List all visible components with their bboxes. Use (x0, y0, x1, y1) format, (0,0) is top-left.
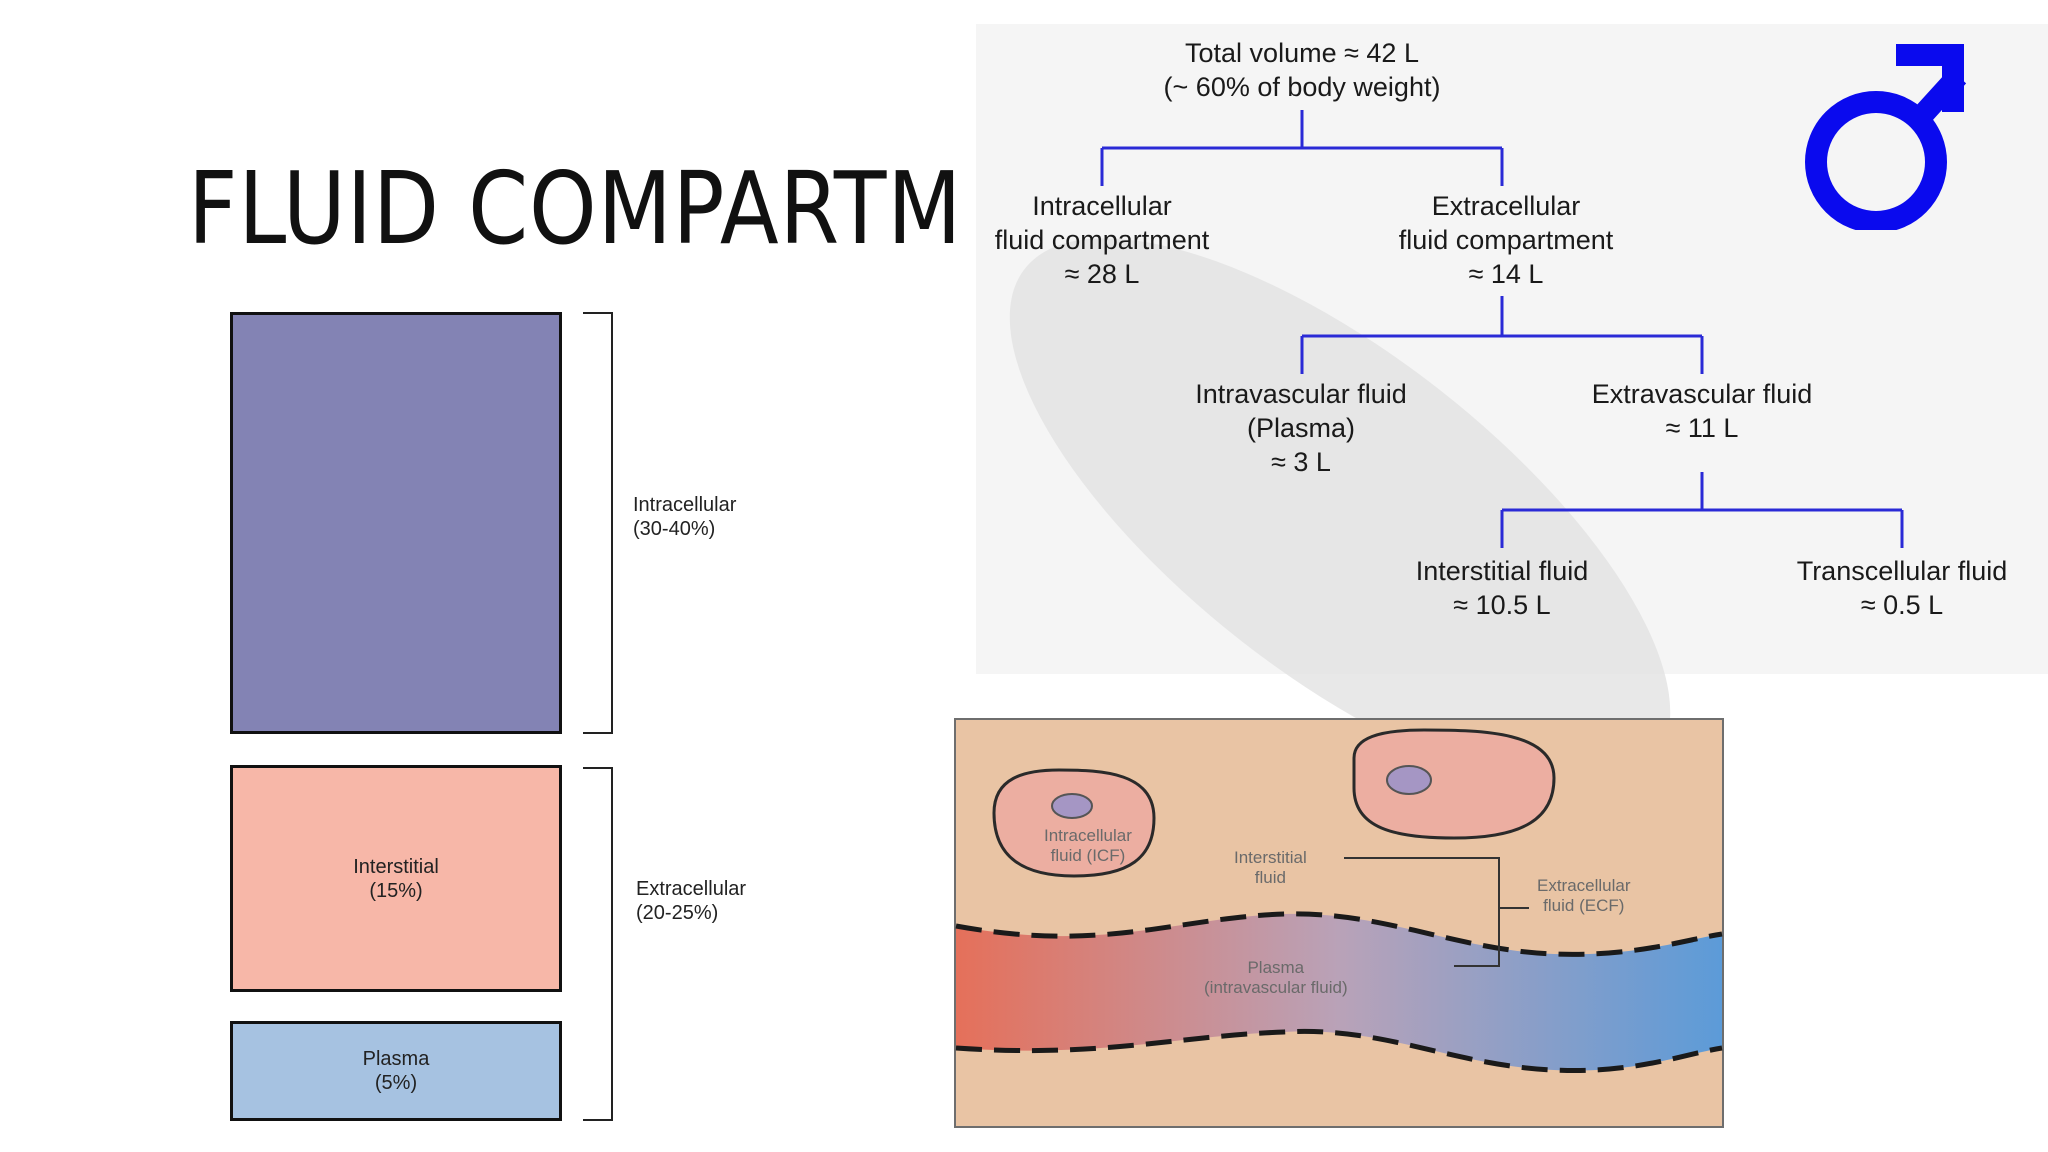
ecf-node-line1: Extracellular (1431, 191, 1581, 221)
intracellular-bracket-percent: (30-40%) (633, 518, 716, 540)
extracellular-bracket-label: Extracellular (20-25%) (636, 877, 746, 925)
illustration-interstitial-line2: fluid (1254, 868, 1286, 887)
intravascular-node: Intravascular fluid (Plasma) ≈ 3 L (1195, 377, 1407, 479)
interstitial-node-volume: ≈ 10.5 L (1453, 590, 1551, 620)
interstitial-node: Interstitial fluid ≈ 10.5 L (1416, 554, 1589, 622)
extravascular-branch-lines (1500, 472, 1904, 548)
illustration-icf-label: Intracellular fluid (ICF) (1044, 826, 1132, 866)
intravascular-node-line1: Intravascular fluid (1195, 379, 1407, 409)
male-symbol-icon (1805, 44, 1967, 230)
illustration-ecf-label: Extracellular fluid (ECF) (1537, 876, 1631, 916)
ecf-node-volume: ≈ 14 L (1468, 259, 1544, 289)
root-branch-lines (1100, 110, 1504, 186)
icf-node-line2: fluid compartment (994, 225, 1210, 255)
illustration-plasma-label: Plasma (intravascular fluid) (1204, 958, 1348, 998)
extracellular-bracket-percent: (20-25%) (636, 902, 719, 924)
illustration-icf-line1: Intracellular (1044, 826, 1132, 845)
intravascular-node-line2: (Plasma) (1246, 413, 1356, 443)
illustration-art (954, 718, 1724, 1128)
illustration-plasma-line1: Plasma (1247, 958, 1305, 977)
intracellular-bracket-label: Intracellular (30-40%) (633, 493, 736, 541)
plasma-block-percent: (5%) (374, 1072, 418, 1094)
intracellular-block (230, 312, 562, 734)
intravascular-node-volume: ≈ 3 L (1271, 447, 1331, 477)
interstitial-block-label: Interstitial (353, 855, 439, 878)
illustration-ecf-line1: Extracellular (1537, 876, 1631, 895)
icf-node: Intracellular fluid compartment ≈ 28 L (995, 189, 1210, 291)
transcellular-node-line1: Transcellular fluid (1796, 556, 2008, 586)
illustration-icf-line2: fluid (ICF) (1050, 846, 1126, 865)
transcellular-node: Transcellular fluid ≈ 0.5 L (1797, 554, 2008, 622)
extravascular-node-volume: ≈ 11 L (1665, 413, 1739, 443)
icf-node-volume: ≈ 28 L (1064, 259, 1140, 289)
intracellular-bracket (583, 312, 613, 734)
extracellular-bracket-title: Extracellular (636, 878, 747, 900)
compartment-illustration: Intracellular fluid (ICF) Interstitial f… (954, 718, 1724, 1128)
interstitial-block-percent: (15%) (369, 879, 423, 902)
transcellular-node-volume: ≈ 0.5 L (1860, 590, 1944, 620)
illustration-interstitial-line1: Interstitial (1234, 848, 1307, 867)
illustration-interstitial-label: Interstitial fluid (1234, 848, 1307, 888)
icf-node-line1: Intracellular (1032, 191, 1172, 221)
extracellular-bracket (583, 767, 613, 1121)
interstitial-node-line1: Interstitial fluid (1415, 556, 1589, 586)
ecf-branch-lines (1300, 296, 1704, 374)
illustration-plasma-line2: (intravascular fluid) (1204, 978, 1348, 997)
root-node: Total volume ≈ 42 L (~ 60% of body weigh… (1164, 36, 1441, 104)
ecf-node: Extracellular fluid compartment ≈ 14 L (1399, 189, 1614, 291)
intracellular-bracket-title: Intracellular (633, 494, 737, 516)
extravascular-node: Extravascular fluid ≈ 11 L (1592, 377, 1813, 445)
root-node-volume: Total volume ≈ 42 L (1185, 38, 1419, 68)
interstitial-block: Interstitial (15%) (230, 765, 562, 992)
extravascular-node-line1: Extravascular fluid (1591, 379, 1813, 409)
root-node-weight: (~ 60% of body weight) (1163, 72, 1441, 102)
plasma-block-label: Plasma (362, 1048, 430, 1070)
slide-title: FLUID COMPARTM (188, 150, 963, 267)
ecf-node-line2: fluid compartment (1398, 225, 1614, 255)
illustration-ecf-line2: fluid (ECF) (1543, 896, 1625, 915)
plasma-block: Plasma (5%) (230, 1021, 562, 1121)
